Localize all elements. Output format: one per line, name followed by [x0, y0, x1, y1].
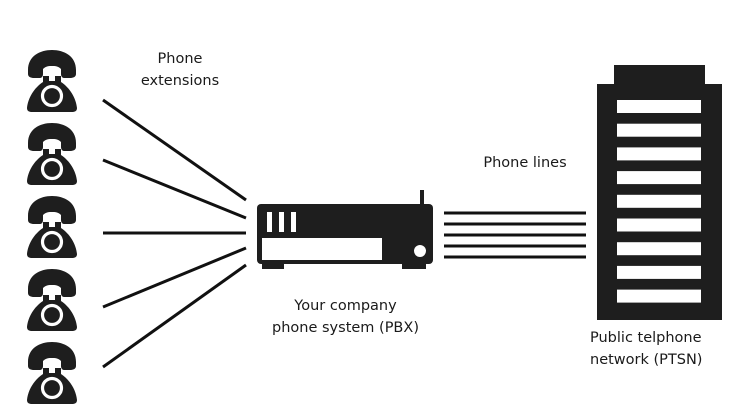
telephone-icon: [25, 267, 79, 333]
router-pbx-icon: [257, 190, 433, 269]
building-window: [617, 218, 701, 232]
building-window: [617, 100, 701, 113]
extension-wires: [102, 98, 247, 369]
telephone-icon: [25, 340, 79, 406]
building-window: [617, 265, 701, 279]
telephone-icon: [25, 121, 79, 187]
building-windows: [617, 100, 701, 303]
phone-extensions-group: [25, 48, 79, 406]
building-window: [617, 194, 701, 208]
extension-wire: [102, 98, 247, 202]
building-window: [617, 147, 701, 161]
extension-wire: [102, 246, 247, 309]
ptsn-label: Public telphone network (PTSN): [590, 327, 730, 371]
building-window: [617, 171, 701, 185]
extension-wire: [102, 158, 247, 220]
label-line: Your company: [294, 298, 397, 314]
telephone-icon: [25, 48, 79, 114]
label-line: phone system (PBX): [272, 320, 419, 336]
extension-wire: [102, 263, 247, 369]
phone-extensions-label: Phone extensions: [130, 48, 230, 92]
building-window: [617, 289, 701, 303]
label-line: extensions: [140, 73, 220, 89]
building-window: [617, 123, 701, 137]
label-line: network (PTSN): [590, 352, 703, 368]
telephone-icon: [25, 194, 79, 260]
label-line: Public telphone: [590, 330, 702, 346]
phone-lines-label: Phone lines: [483, 155, 567, 171]
label-line: Phone: [157, 51, 203, 67]
phone-lines: [444, 211, 586, 259]
building-window: [617, 242, 701, 256]
pbx-label: Your company phone system (PBX): [258, 295, 433, 339]
